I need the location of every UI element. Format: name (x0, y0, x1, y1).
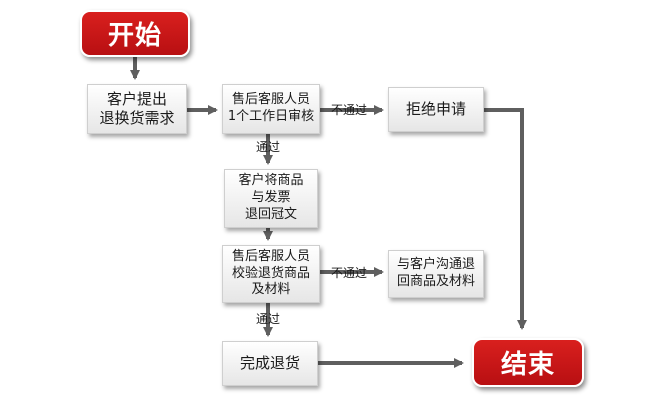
arrow-reject-to-end (484, 108, 527, 330)
cs-verify-node: 售后客服人员 校验退货商品 及材料 (222, 245, 320, 303)
contact-customer-node: 与客户沟通退 回商品及材料 (388, 250, 484, 298)
verify-fail-label: 不通过 (331, 266, 368, 280)
reject-node: 拒绝申请 (388, 87, 484, 132)
end-node: 结束 (472, 338, 584, 387)
review-fail-label: 不通过 (331, 103, 368, 117)
cs-review-node: 售后客服人员 1个工作日审核 (222, 84, 320, 134)
review-pass-label: 通过 (256, 140, 281, 154)
verify-pass-label: 通过 (256, 312, 281, 326)
customer-request-node: 客户提出 退换货需求 (87, 84, 187, 134)
start-node: 开始 (80, 10, 190, 57)
customer-send-node: 客户将商品 与发票 退回冠文 (224, 169, 318, 228)
complete-return-node: 完成退货 (222, 341, 318, 386)
